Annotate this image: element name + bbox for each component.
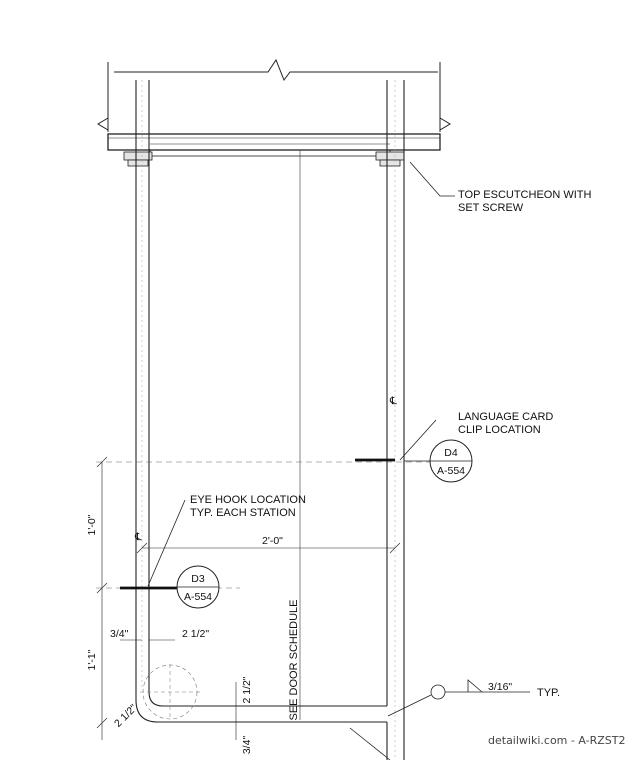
dim-width: 2'-0": [262, 535, 283, 547]
language-card-note-line1: LANGUAGE CARD: [458, 411, 553, 423]
weld-typ: TYP.: [537, 687, 560, 699]
left-post: [135, 80, 150, 700]
lower-leader: [349, 727, 391, 760]
eye-hook: [120, 499, 186, 590]
watermark: detailwiki.com - A-RZST2: [488, 734, 625, 747]
escutcheon-left: [123, 151, 153, 167]
dim-left-offset: 3/4": [110, 628, 129, 640]
dim-right-offset: 2 1/2": [182, 628, 209, 640]
dim-radius-left: 2 1/2": [112, 702, 140, 730]
eye-hook-note-line2: TYP. EACH STATION: [190, 507, 296, 519]
detail-tag-d3-number: D3: [191, 573, 205, 585]
detail-tag-d4-number: D4: [444, 447, 458, 459]
dim-vert-top: 1'-0": [86, 514, 98, 535]
reference-lines: [96, 461, 440, 589]
detail-tag-d3: D3 A-554: [176, 565, 220, 609]
detail-tag-d3-sheet: A-554: [184, 591, 212, 603]
centerline-symbol-right: ℄: [389, 395, 397, 407]
language-card-clip: [355, 419, 437, 462]
escutcheon-note-line1: TOP ESCUTCHEON WITH: [458, 189, 591, 201]
dim-bottom-offset: 3/4": [241, 736, 253, 755]
weld-symbol: [387, 679, 530, 717]
escutcheon-right: [375, 151, 405, 167]
escutcheon-leader: [409, 161, 455, 197]
dim-vert-bottom: 1'-1": [86, 649, 98, 670]
weld-size: 3/16": [488, 681, 512, 693]
door-schedule-note: SEE DOOR SCHEDULE: [288, 599, 300, 720]
detail-tag-d4: D4 A-554: [404, 439, 473, 483]
dimension-lines: [96, 456, 401, 740]
language-card-note-line2: CLIP LOCATION: [458, 424, 541, 436]
bottom-rail: [135, 660, 387, 723]
detail-tag-d4-sheet: A-554: [437, 465, 465, 477]
top-frame: [97, 58, 451, 132]
dim-radius-right: 2 1/2": [241, 676, 253, 703]
centerline-symbol-left: ℄: [134, 531, 142, 543]
right-post: [386, 80, 405, 760]
eye-hook-note-line1: EYE HOOK LOCATION: [190, 494, 306, 506]
escutcheon-note-line2: SET SCREW: [458, 202, 524, 214]
